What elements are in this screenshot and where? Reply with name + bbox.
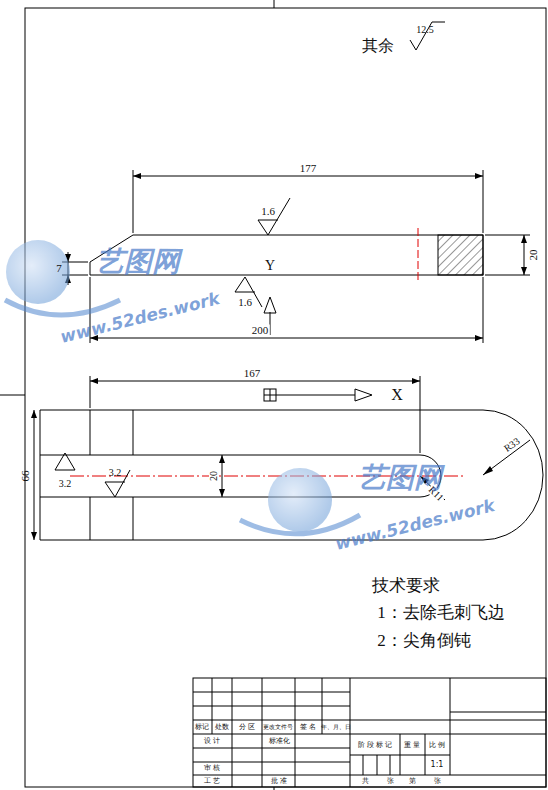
table-cell: 阶 段 标 记 (358, 742, 393, 749)
table-cell: 重 量 (404, 742, 420, 749)
table-cell: 比 例 (429, 742, 445, 749)
table-cell: 工 艺 (204, 778, 220, 785)
table-cell: 张 (434, 778, 441, 785)
table-cell: 签 名 (300, 724, 316, 731)
table-cell: 标记 (195, 724, 209, 731)
note-text: 其余 (362, 38, 394, 54)
table-cell: 第 (409, 778, 416, 785)
dimension-value: 200 (251, 325, 270, 336)
roughness-value: 3.2 (109, 468, 122, 478)
dimension-value: 167 (243, 368, 262, 379)
watermark: www.52des.work (334, 497, 497, 553)
watermark: 艺图网 (358, 464, 442, 492)
note-text: 2：尖角倒钝 (377, 632, 471, 649)
dimension-value: 20 (209, 470, 219, 482)
table-cell: 批 准 (271, 778, 287, 785)
table-cell: 1:1 (431, 761, 444, 769)
table-cell: 年、月、日 (321, 724, 351, 730)
roughness-value: 1.6 (238, 297, 252, 308)
table-cell: 设 计 (204, 738, 220, 745)
dimension-value: 7 (56, 263, 62, 274)
dimension-value: 177 (299, 163, 318, 174)
table-cell: 审 核 (204, 765, 220, 772)
radius-label: R33 (501, 436, 522, 455)
table-cell: 更改文件号 (263, 724, 293, 730)
roughness-value: 3.2 (59, 479, 72, 489)
roughness-value: 12.5 (416, 25, 434, 35)
view-label: Y (265, 259, 275, 273)
table-cell: 分 区 (239, 724, 255, 731)
table-cell: 共 (362, 778, 369, 785)
note-text: 1：去除毛刺飞边 (377, 604, 505, 621)
table-cell: 处数 (215, 724, 229, 731)
view-label: X (391, 387, 403, 403)
roughness-value: 1.6 (261, 206, 275, 217)
table-cell: 张 (387, 778, 394, 785)
note-heading: 技术要求 (372, 577, 440, 594)
dimension-value: 20 (528, 250, 539, 261)
dimension-value: 66 (20, 471, 31, 482)
table-cell: 标准化 (269, 738, 290, 745)
watermark: 艺图网 (96, 248, 180, 276)
